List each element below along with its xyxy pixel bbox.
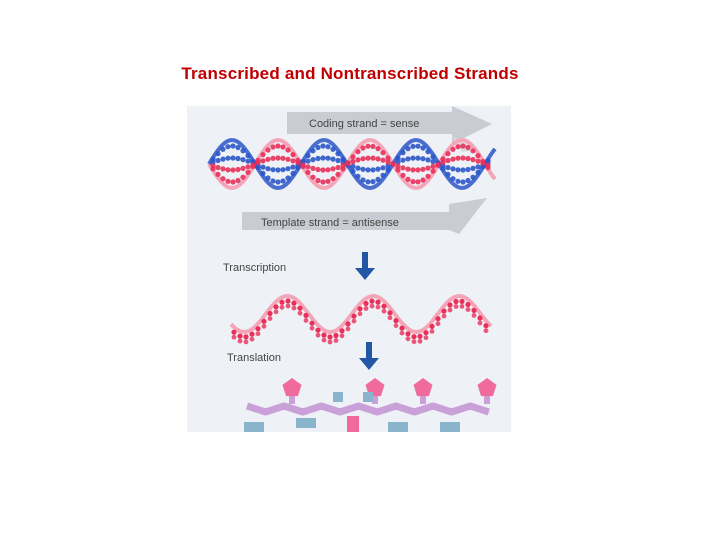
transcription-label: Transcription (223, 262, 286, 274)
translation-arrow-icon (359, 342, 379, 370)
slide-title: Transcribed and Nontranscribed Strands (181, 64, 519, 83)
dna-double-helix (207, 138, 497, 190)
template-strand-banner (242, 198, 487, 234)
mrna-strand (229, 293, 493, 345)
translation-label: Translation (227, 352, 281, 364)
transcription-arrow-icon (355, 252, 375, 280)
polypeptide-chain (244, 378, 497, 432)
diagram-canvas: Coding strand = sense Template strand = … (207, 106, 497, 432)
template-strand-label: Template strand = antisense (261, 217, 399, 229)
coding-strand-label: Coding strand = sense (309, 118, 419, 130)
transcription-diagram: Coding strand = sense Template strand = … (187, 106, 511, 432)
